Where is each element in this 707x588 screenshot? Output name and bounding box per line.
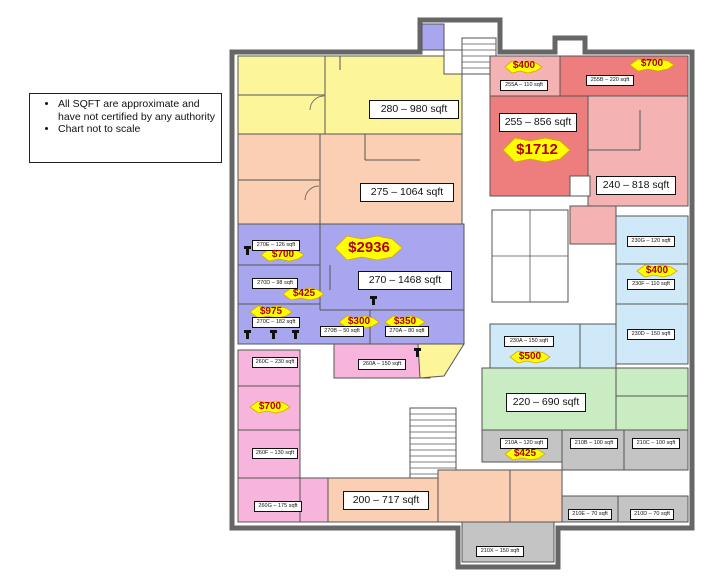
label-210a: 210A – 120 sqft <box>500 438 548 449</box>
label-230f: 230F – 110 sqft <box>627 279 675 290</box>
price-255: $1712 <box>516 141 558 158</box>
room-200-east <box>437 469 563 523</box>
label-230a: 230A – 150 sqft <box>504 336 554 347</box>
label-240: 240 – 818 sqft <box>596 176 676 195</box>
price-255b: $700 <box>640 58 664 69</box>
label-220: 220 – 690 sqft <box>506 393 586 412</box>
price-270: $2936 <box>348 239 390 256</box>
room-260-wing <box>237 349 301 523</box>
label-260g: 260G – 175 sqft <box>254 501 302 512</box>
room-210b <box>561 429 625 471</box>
room-275 <box>237 133 463 225</box>
label-260f: 260F – 130 sqft <box>252 448 298 459</box>
label-230d: 230D – 150 sqft <box>627 329 675 340</box>
label-255b: 255B – 220 sqft <box>586 75 634 86</box>
sink-icon <box>244 246 421 357</box>
price-270d: $425 <box>292 288 316 299</box>
label-280: 280 – 980 sqft <box>369 100 459 119</box>
label-210x: 210X – 150 sqft <box>476 546 524 557</box>
label-275: 275 – 1064 sqft <box>360 183 454 202</box>
label-210c: 210C – 100 sqft <box>632 438 680 449</box>
label-210d: 210D – 70 sqft <box>630 509 674 520</box>
room-top-purple <box>421 23 445 51</box>
label-260c: 260C – 230 sqft <box>252 357 298 368</box>
label-270: 270 – 1468 sqft <box>358 271 452 290</box>
price-burst-shapes <box>249 58 678 461</box>
room-yellow-corner <box>417 343 465 379</box>
label-255a: 255A – 110 sqft <box>500 80 548 91</box>
price-270c: $975 <box>259 306 283 317</box>
price-270a: $350 <box>393 316 417 327</box>
note-scale: Chart not to scale <box>58 123 215 136</box>
room-210c <box>623 429 689 471</box>
price-230f: $400 <box>645 265 669 276</box>
label-200: 200 – 717 sqft <box>343 491 429 510</box>
note-sqft: All SQFT are approximate and have not ce… <box>58 98 215 123</box>
price-210a: $425 <box>513 448 537 459</box>
label-210b: 210B – 100 sqft <box>570 438 618 449</box>
label-260a: 260A – 150 sqft <box>358 359 406 370</box>
label-210e: 210E – 70 sqft <box>568 509 612 520</box>
label-255: 255 – 856 sqft <box>499 113 577 132</box>
price-270e: $700 <box>271 249 295 260</box>
notes-box: All SQFT are approximate and have not ce… <box>29 93 222 163</box>
label-270b: 270B – 50 sqft <box>320 326 364 337</box>
price-230a: $500 <box>518 351 542 362</box>
label-270e: 270E – 126 sqft <box>252 240 300 251</box>
label-270d: 270D – 98 sqft <box>252 278 298 289</box>
price-270b: $300 <box>347 316 371 327</box>
price-260: $700 <box>258 401 282 412</box>
label-230g: 230G – 120 sqft <box>627 236 675 247</box>
price-255a: $400 <box>512 60 536 71</box>
label-270c: 270C – 182 sqft <box>252 317 300 328</box>
label-270a: 270A – 80 sqft <box>385 326 429 337</box>
